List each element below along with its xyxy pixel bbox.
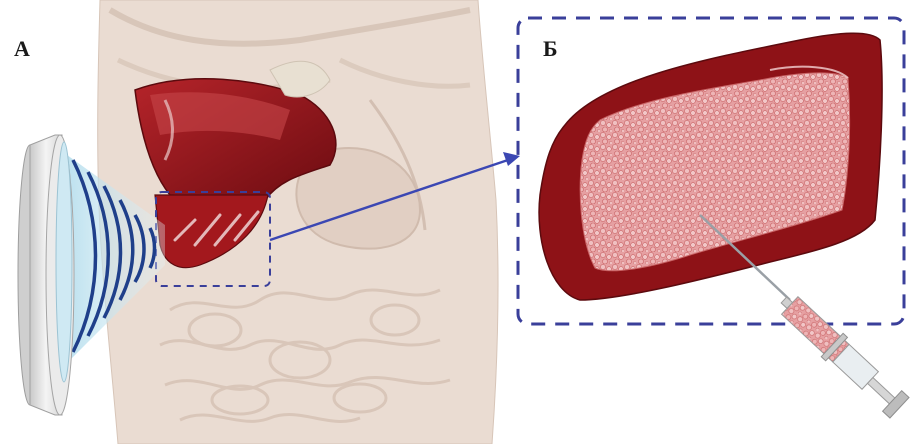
panel-label-a: А: [14, 36, 30, 62]
liver-cross-section: [539, 33, 882, 300]
panel-label-b: Б: [543, 36, 558, 62]
ultrasound-transducer-icon: [18, 135, 74, 415]
